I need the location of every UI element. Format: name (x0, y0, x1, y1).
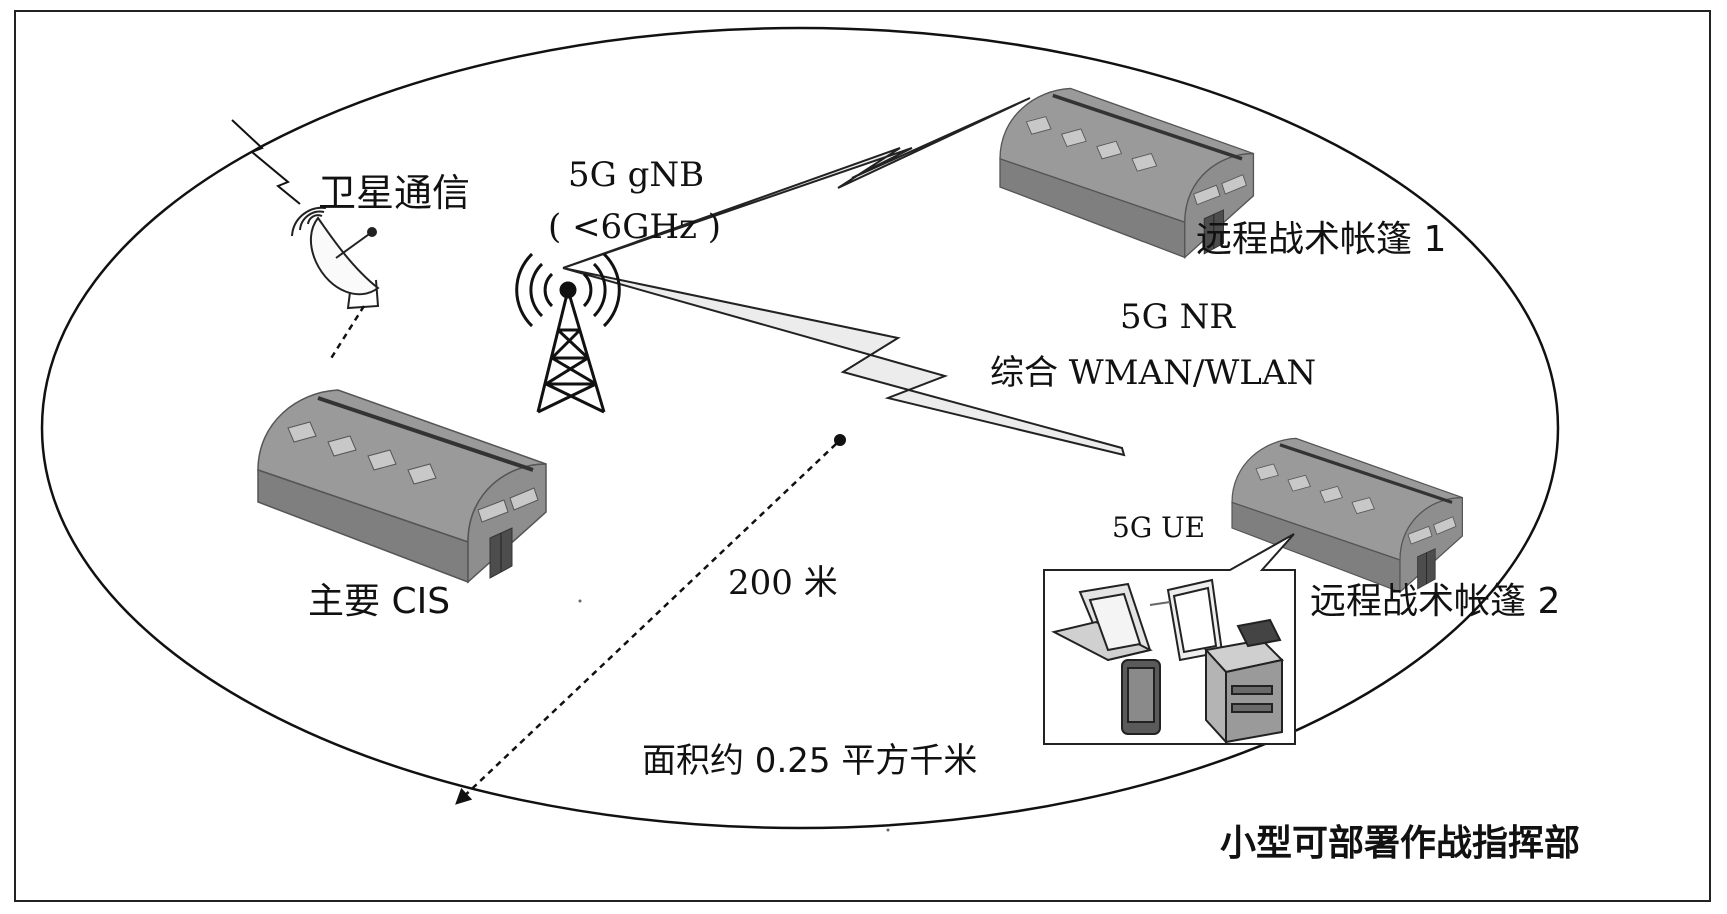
tent-icon-main-cis (256, 388, 548, 584)
satellite-label: 卫星通信 (318, 171, 471, 215)
radio-beam-tent1 (562, 97, 1031, 269)
satellite-dish-icon (291, 206, 380, 310)
cell-tower-icon (515, 252, 621, 414)
phone-icon (1121, 659, 1161, 735)
tent1-label: 远程战术帐篷 1 (1196, 219, 1447, 260)
satellite-link-bolt (231, 119, 301, 205)
tablet-icon (1149, 578, 1224, 662)
deployment-area-ellipse (40, 26, 1560, 830)
diagram-caption: 小型可部署作战指挥部 (1220, 823, 1581, 864)
satellite-feed-line (328, 305, 366, 361)
laptop-icon (1051, 582, 1153, 662)
radio-beam-tent2 (562, 267, 1126, 457)
center-dot (834, 434, 846, 446)
tent2-label: 远程战术帐篷 2 (1310, 581, 1561, 622)
diagram-frame (14, 10, 1711, 902)
tent-icon-remote-2 (1230, 436, 1465, 594)
main-cis-label: 主要 CIS (308, 581, 451, 622)
radius-label: 200 米 (728, 563, 838, 603)
radius-arrow (455, 443, 837, 805)
gnb-label-line1: 5G gNB (568, 155, 705, 195)
printer-icon (1204, 618, 1285, 745)
area-label: 面积约 0.25 平方千米 (642, 741, 978, 781)
gnb-label-line2: ( <6GHz ) (548, 207, 721, 247)
ue-callout (1043, 533, 1296, 745)
nr-label-line1: 5G NR (1120, 297, 1235, 337)
nr-label-line2: 综合 WMAN/WLAN (990, 353, 1317, 393)
ue-label: 5G UE (1112, 511, 1206, 544)
